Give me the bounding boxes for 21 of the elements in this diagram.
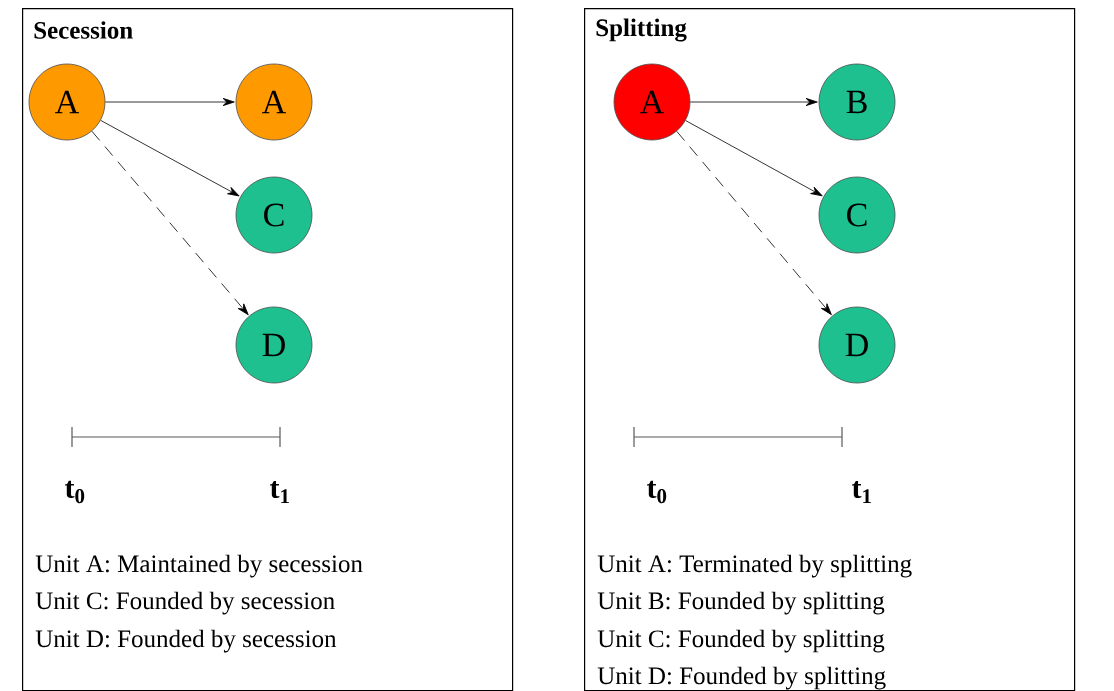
arrow: [91, 130, 249, 316]
panel: [584, 8, 1076, 691]
time-label: t$_{0}$: [65, 480, 85, 504]
arrow: [100, 120, 240, 197]
description-line: Unit A: Terminated by splitting: [597, 554, 912, 578]
time-label: t$_{1}$: [852, 480, 871, 504]
description-line: Unit D: Founded by secession: [35, 629, 337, 653]
description-line: Unit C: Founded by splitting: [597, 629, 885, 653]
arrow: [105, 97, 235, 107]
description-line: Unit D: Founded by splitting: [597, 666, 886, 690]
arrow: [676, 130, 832, 316]
description-line: Unit C: Founded by secession: [35, 591, 335, 615]
time-label: t$_{0}$: [647, 480, 667, 504]
panel: [22, 8, 514, 691]
arrow: [690, 97, 818, 107]
time-label: t$_{1}$: [270, 480, 289, 504]
description-line: Unit B: Founded by splitting: [597, 591, 885, 615]
heading: Secession: [34, 21, 133, 39]
heading: Splitting: [596, 18, 687, 42]
arrow: [685, 120, 823, 197]
description-line: Unit A: Maintained by secession: [35, 554, 363, 578]
